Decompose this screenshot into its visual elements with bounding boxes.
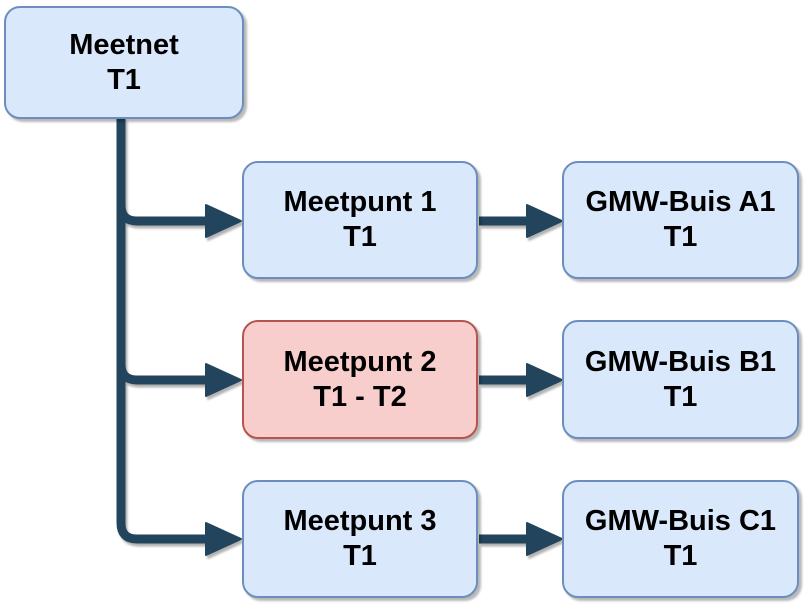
connector-branch-meetpunt1 bbox=[116, 204, 208, 226]
node-meetpunt-2-subtitle: T1 - T2 bbox=[313, 380, 407, 413]
node-meetpunt-3-subtitle: T1 bbox=[343, 540, 377, 572]
node-gmw-buis-c1-title: GMW-Buis C1 bbox=[584, 505, 777, 537]
node-gmw-buis-b1: GMW-Buis B1 T1 bbox=[562, 320, 799, 439]
arrowhead-gmw-b1 bbox=[526, 363, 563, 397]
node-gmw-buis-c1: GMW-Buis C1 T1 bbox=[562, 480, 799, 598]
node-meetpunt-1-title: Meetpunt 1 bbox=[283, 186, 437, 218]
arrowhead-meetpunt1 bbox=[205, 204, 242, 238]
node-gmw-buis-b1-title: GMW-Buis B1 bbox=[584, 345, 777, 378]
node-meetpunt-2: Meetpunt 2 T1 - T2 bbox=[242, 320, 478, 439]
node-meetpunt-3-title: Meetpunt 3 bbox=[283, 505, 437, 537]
arrowhead-meetpunt2 bbox=[205, 363, 242, 397]
node-meetpunt-1-subtitle: T1 bbox=[343, 221, 377, 253]
node-gmw-buis-a1: GMW-Buis A1 T1 bbox=[562, 161, 799, 279]
node-meetnet: Meetnet T1 bbox=[4, 6, 244, 119]
node-meetpunt-3: Meetpunt 3 T1 bbox=[242, 480, 478, 598]
node-meetnet-title: Meetnet bbox=[69, 28, 179, 61]
arrowhead-meetpunt3 bbox=[205, 522, 242, 556]
node-gmw-buis-b1-subtitle: T1 bbox=[663, 380, 698, 413]
connector-trunk-meetnet bbox=[116, 118, 208, 544]
arrowhead-gmw-a1 bbox=[526, 204, 563, 238]
node-meetnet-subtitle: T1 bbox=[107, 63, 141, 96]
node-meetpunt-2-title: Meetpunt 2 bbox=[283, 345, 437, 378]
node-gmw-buis-c1-subtitle: T1 bbox=[663, 540, 698, 572]
node-gmw-buis-a1-title: GMW-Buis A1 bbox=[585, 186, 776, 218]
node-meetpunt-1: Meetpunt 1 T1 bbox=[242, 161, 478, 279]
arrowhead-gmw-c1 bbox=[526, 522, 563, 556]
connector-branch-meetpunt2 bbox=[116, 363, 208, 385]
node-gmw-buis-a1-subtitle: T1 bbox=[663, 221, 698, 253]
